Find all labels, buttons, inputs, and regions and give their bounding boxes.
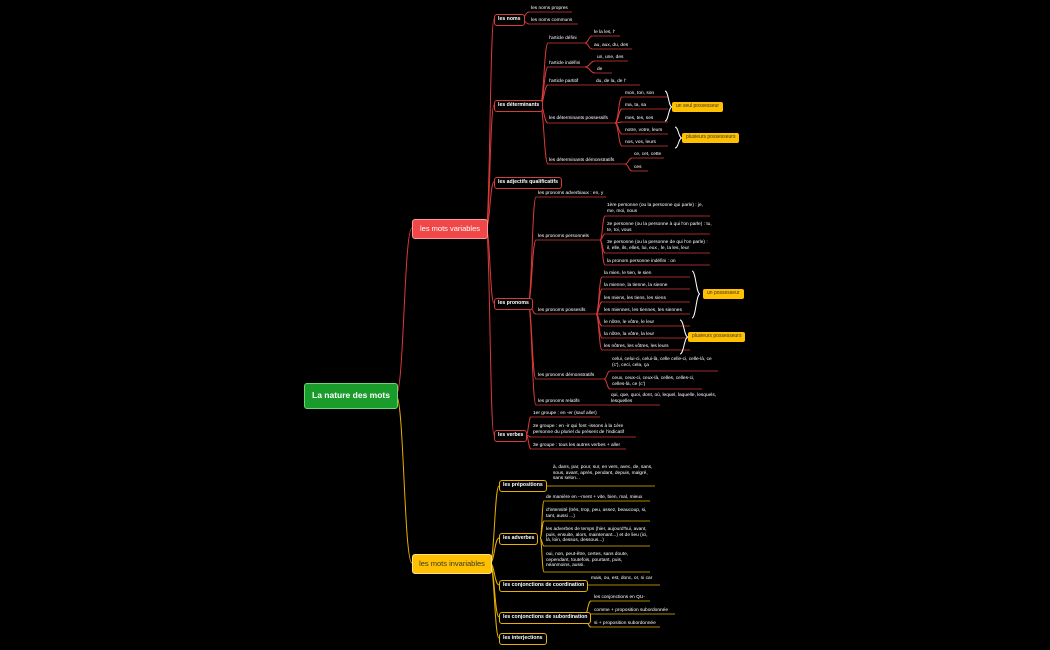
bubble-un-possesseur[interactable]: un possesseur — [703, 289, 744, 299]
connector — [539, 537, 545, 573]
leaf-pron-poss-6[interactable]: la nôtre, la vôtre, la leur — [604, 332, 655, 337]
connector — [691, 293, 701, 319]
node-article-partitif[interactable]: l'article partitif — [549, 79, 579, 84]
node-verbes[interactable]: les verbes — [494, 430, 528, 442]
leaf-pron-poss-7[interactable]: les nôtres, les vôtres, les leurs — [604, 344, 669, 349]
leaf-personnel-3[interactable]: 3e personne (ou la personne de qui l'on … — [607, 240, 708, 251]
leaf-pron-poss-4[interactable]: les miennes, les tiennes, les siennes — [604, 308, 682, 313]
node-noms[interactable]: les noms — [494, 14, 525, 26]
leaf-det-poss-1[interactable]: mon, ton, son — [625, 91, 655, 96]
connector — [603, 378, 611, 390]
connector — [595, 313, 603, 351]
node-pronoms[interactable]: les pronoms — [494, 298, 533, 310]
leaf-personnel-2[interactable]: 2e personne (ou la personne à qui l'on p… — [607, 222, 712, 233]
bubble-un-seul-possesseur[interactable]: un seul possesseur — [672, 102, 724, 112]
node-prepositions[interactable]: les prépositions — [499, 480, 547, 492]
leaf-pron-poss-1[interactable]: la mien, le tien, le sien — [604, 271, 652, 276]
leaf-pron-poss-5[interactable]: le nôtre, le vôtre, le leur — [604, 320, 655, 325]
leaf-prepositions[interactable]: à, dans, par, pour, sur, en vers, avec, … — [553, 465, 653, 482]
leaf-personnel-1[interactable]: 1ère personne (ou la personne qui parle)… — [607, 203, 703, 214]
connector — [527, 196, 537, 304]
node-pronoms-possessifs[interactable]: les pronoms possesifs — [538, 308, 586, 313]
leaf-adverbes-1[interactable]: de manière en --ment + vite, bien, mal, … — [546, 495, 643, 500]
leaf-pron-poss-3[interactable]: les miens, les tiens, les siens — [604, 296, 666, 301]
connector — [599, 233, 606, 241]
leaf-det-poss-5[interactable]: nos, vos, leurs — [625, 140, 656, 145]
node-coordination[interactable]: les conjonctions de coordination — [499, 580, 589, 592]
connector — [674, 137, 683, 149]
connector — [599, 239, 606, 266]
connector — [614, 122, 623, 147]
connector — [679, 319, 689, 338]
leaf-subordination-2[interactable]: comme + proposition subordonnée — [594, 608, 668, 613]
connector — [664, 90, 673, 108]
leaf-det-poss-2[interactable]: ma, ta, sa — [625, 103, 647, 108]
connector — [527, 302, 537, 406]
node-pronoms-personnels[interactable]: les pronoms personnels — [538, 234, 589, 239]
leaf-det-poss-3[interactable]: mes, tes, ses — [625, 116, 654, 121]
node-article-indefini[interactable]: l'article indéfini — [549, 61, 581, 66]
connector — [539, 520, 545, 539]
connector — [603, 370, 611, 380]
leaf-pron-demo-1[interactable]: celui, celui-ci, celui-là, celle celle-c… — [612, 357, 712, 368]
leaf-adverbes-3[interactable]: les adverbes de temps (hier, aujourd'hui… — [546, 527, 648, 544]
node-det-demonstratifs[interactable]: les déterminants démonstratifs — [549, 158, 615, 163]
connector — [584, 66, 596, 74]
connector — [584, 60, 596, 68]
node-pronoms-relatifs[interactable]: les pronoms relatifs — [538, 399, 580, 404]
root-node[interactable]: La nature des mots — [304, 383, 398, 409]
connector — [674, 126, 683, 139]
connector — [624, 163, 633, 172]
leaf-personnel-4[interactable]: la pronom personne indéfini : on — [607, 259, 676, 264]
node-adverbes[interactable]: les adverbes — [499, 533, 539, 545]
leaf-noms-propres[interactable]: les noms propres — [531, 6, 568, 11]
bubble-plusieurs-possesseurs[interactable]: plusieurs possesseurs — [682, 133, 740, 143]
leaf-det-demo-2[interactable]: ces — [634, 165, 642, 170]
connector — [527, 302, 537, 380]
node-adjectifs[interactable]: les adjectifs qualificatifs — [494, 177, 562, 189]
connector — [485, 18, 495, 229]
leaf-verbes-3[interactable]: 3e groupe : tous les autres verbes + all… — [533, 443, 621, 448]
leaf-defini-2[interactable]: au, aux, du, des — [594, 43, 629, 48]
branch-mots-variables[interactable]: les mots variables — [412, 219, 488, 239]
leaf-subordination-1[interactable]: les conjonctions en QU- — [594, 595, 645, 600]
leaf-verbes-1[interactable]: 1er groupe : en -er (sauf aller) — [533, 411, 597, 416]
leaf-pronoms-adverbiaux[interactable]: les pronoms adverbiaux : en, y — [538, 191, 604, 196]
connector — [584, 42, 593, 50]
leaf-subordination-3[interactable]: si + proposition subordonnée — [594, 621, 656, 626]
leaf-indefini-2[interactable]: de — [597, 67, 603, 72]
node-interjections[interactable]: les interjections — [499, 633, 547, 645]
connector — [584, 35, 593, 44]
connector — [691, 270, 701, 295]
leaf-noms-communs[interactable]: les noms communs — [531, 18, 573, 23]
connector-root-variables — [395, 227, 413, 396]
node-subordination[interactable]: les conjonctions de subordination — [499, 612, 592, 624]
leaf-pron-demo-2[interactable]: ceux, ceux-ci, ceux-là, celles, celles-c… — [612, 376, 695, 387]
bubble-plusieurs-possesseurs-pron[interactable]: plusieurs possesseurs — [688, 332, 746, 342]
branch-mots-invariables[interactable]: les mots invariables — [412, 554, 492, 574]
leaf-adverbes-4[interactable]: oui, non, peut-être, certes, sans doute,… — [546, 552, 629, 569]
node-article-defini[interactable]: l'article défini — [549, 36, 577, 41]
leaf-pron-relatifs[interactable]: qui, que, quoi, dont, où, lequel, laquel… — [611, 393, 717, 404]
leaf-det-poss-4[interactable]: notre, votre, leurs — [625, 128, 663, 133]
leaf-defini-1[interactable]: le la les, l' — [594, 30, 615, 35]
leaf-partitif[interactable]: du, de la, de l' — [596, 79, 626, 84]
leaf-verbes-2[interactable]: 2e groupe : en -ir qui font -issons à la… — [533, 424, 625, 435]
node-determinants[interactable]: les déterminants — [494, 100, 544, 112]
leaf-det-demo-1[interactable]: ce, cet, cette — [634, 152, 662, 157]
connector — [624, 157, 633, 165]
leaf-coordination[interactable]: mais, ou, est, donc, or, ni car — [591, 576, 653, 581]
node-pronoms-demonstratifs[interactable]: les pronoms démonstratifs — [538, 373, 595, 378]
leaf-adverbes-2[interactable]: d'intensité (très, trop, peu, assez, bea… — [546, 508, 647, 519]
node-det-possessifs[interactable]: les déterminants possessifs — [549, 116, 608, 121]
leaf-pron-poss-2[interactable]: la mienne, la tienne, la sienne — [604, 283, 668, 288]
connector — [679, 336, 689, 355]
leaf-indefini-1[interactable]: un, une, des — [597, 55, 624, 60]
connector-root-invariables — [395, 394, 413, 564]
connector — [664, 106, 673, 122]
